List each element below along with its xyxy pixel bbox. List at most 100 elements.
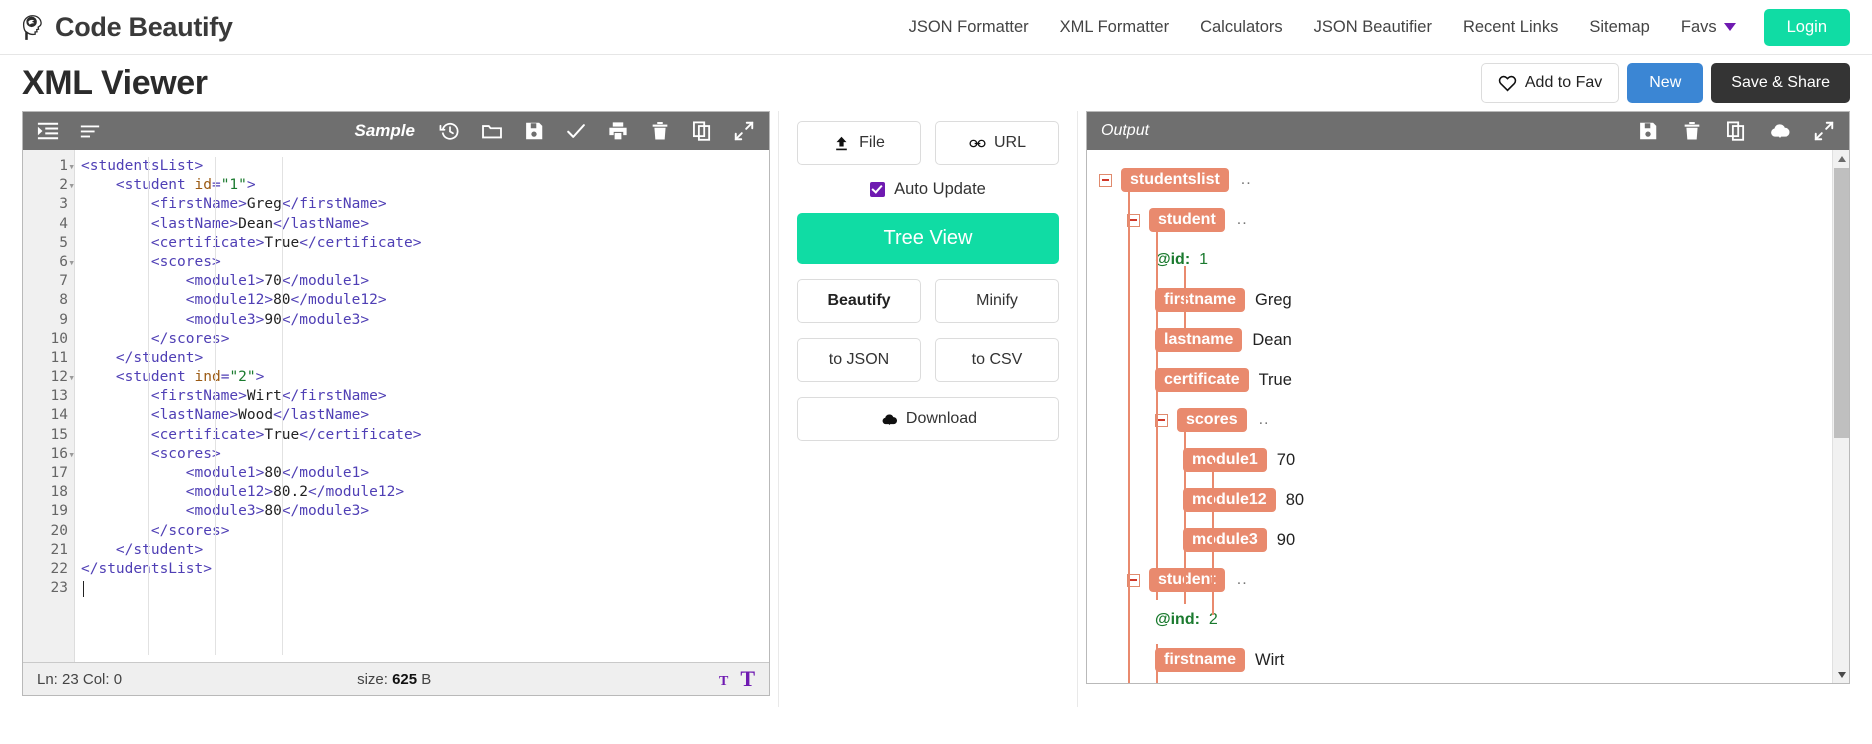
fold-toggle-icon[interactable]: ▾ xyxy=(68,179,75,193)
document-size-label: size: 625 B xyxy=(357,671,431,688)
copy-icon[interactable] xyxy=(691,120,713,142)
tree-connector-line xyxy=(1156,228,1158,600)
indent-icon[interactable] xyxy=(37,120,59,142)
beautify-button[interactable]: Beautify xyxy=(797,279,921,323)
save-icon[interactable] xyxy=(1637,120,1659,142)
tree-tag-label[interactable]: firstname xyxy=(1155,288,1246,312)
code-text-area[interactable]: <studentsList> <student id="1"> <firstNa… xyxy=(75,150,769,662)
code-line: <scores> xyxy=(150,445,221,462)
tree-node-value: Dean xyxy=(1252,330,1292,349)
collapse-toggle-icon[interactable] xyxy=(1155,413,1168,427)
scroll-up-icon[interactable] xyxy=(1833,150,1849,167)
nav-link-recent-links[interactable]: Recent Links xyxy=(1462,17,1559,36)
fold-toggle-icon[interactable]: ▾ xyxy=(68,255,75,269)
to-csv-button[interactable]: to CSV xyxy=(935,338,1059,382)
tree-tag-label[interactable]: lastname xyxy=(1155,328,1243,352)
tree-tag-label[interactable]: certificate xyxy=(1155,368,1249,392)
add-to-fav-button[interactable]: Add to Fav xyxy=(1480,63,1620,103)
history-icon[interactable] xyxy=(439,120,461,142)
tree-tag-label[interactable]: student xyxy=(1149,208,1225,232)
nav-links: JSON Formatter XML Formatter Calculators… xyxy=(909,18,1736,37)
login-button[interactable]: Login xyxy=(1763,8,1850,46)
tree-ellipsis: .. xyxy=(1236,571,1248,588)
align-left-icon[interactable] xyxy=(79,120,101,142)
code-line: <firstName>Wirt</firstName> xyxy=(150,388,387,405)
new-button[interactable]: New xyxy=(1627,63,1704,103)
collapse-toggle-icon[interactable] xyxy=(1099,173,1112,187)
nav-link-xml-formatter[interactable]: XML Formatter xyxy=(1059,17,1170,36)
line-number: 10 xyxy=(50,330,68,347)
font-size-increase-icon[interactable]: T xyxy=(740,666,755,691)
nav-link-json-beautifier[interactable]: JSON Beautifier xyxy=(1313,17,1432,36)
font-size-controls: T T xyxy=(719,668,755,690)
tree-node-value: 90 xyxy=(1276,530,1296,549)
to-json-button[interactable]: to JSON xyxy=(797,338,921,382)
main-content: Sample xyxy=(0,111,1872,744)
expand-icon[interactable] xyxy=(733,120,755,142)
tree-connector-line xyxy=(1212,460,1214,615)
tree-tag-label[interactable]: module12 xyxy=(1183,488,1276,512)
output-scrollbar[interactable] xyxy=(1832,150,1849,683)
line-number: 8 xyxy=(59,292,68,309)
code-line: <firstName>Greg</firstName> xyxy=(150,196,387,213)
code-line: <scores> xyxy=(150,253,221,270)
nav-link-sitemap[interactable]: Sitemap xyxy=(1589,17,1650,36)
trash-icon[interactable] xyxy=(1681,120,1703,142)
font-size-decrease-icon[interactable]: T xyxy=(718,674,729,689)
collapse-toggle-icon[interactable] xyxy=(1127,573,1140,587)
convert-buttons-row: to JSON to CSV xyxy=(797,338,1059,382)
code-line: <certificate>True</certificate> xyxy=(150,234,422,251)
line-number: 7 xyxy=(59,273,68,290)
brand-logo-link[interactable]: Code Beautify xyxy=(18,12,233,43)
nav-link-calculators[interactable]: Calculators xyxy=(1200,17,1283,36)
line-number: 19 xyxy=(50,503,68,520)
size-unit: B xyxy=(417,670,432,688)
auto-update-checkbox[interactable] xyxy=(870,182,886,197)
tree-tag-label[interactable]: firstname xyxy=(1155,648,1246,672)
download-button[interactable]: Download xyxy=(797,397,1059,441)
sample-link[interactable]: Sample xyxy=(354,121,415,140)
code-line: </student> xyxy=(115,349,204,366)
line-number: 3 xyxy=(59,196,68,213)
tree-attribute-row: @id:1 xyxy=(1087,240,1832,280)
file-upload-button[interactable]: File xyxy=(797,121,921,165)
print-icon[interactable] xyxy=(607,120,629,142)
copy-icon[interactable] xyxy=(1725,120,1747,142)
scroll-down-icon[interactable] xyxy=(1833,666,1849,683)
fold-toggle-icon[interactable]: ▾ xyxy=(68,447,75,461)
url-button-label: URL xyxy=(993,134,1026,151)
nav-link-json-formatter[interactable]: JSON Formatter xyxy=(908,17,1029,36)
auto-update-row[interactable]: Auto Update xyxy=(797,180,1059,199)
output-panel: Output xyxy=(1086,111,1850,684)
folder-icon[interactable] xyxy=(481,120,503,142)
url-load-button[interactable]: URL xyxy=(935,121,1059,165)
save-icon[interactable] xyxy=(523,120,545,142)
collapse-toggle-icon[interactable] xyxy=(1127,213,1140,227)
tree-connector-line xyxy=(1128,190,1130,683)
tree-tag-label[interactable]: studentslist xyxy=(1121,168,1229,192)
format-buttons-row: Beautify Minify xyxy=(797,279,1059,323)
editor-toolbar-left xyxy=(37,120,101,142)
tree-ellipsis: .. xyxy=(1236,211,1248,228)
trash-icon[interactable] xyxy=(649,120,671,142)
save-and-share-button[interactable]: Save & Share xyxy=(1711,63,1850,103)
fold-toggle-icon[interactable]: ▾ xyxy=(68,160,75,173)
expand-icon[interactable] xyxy=(1813,120,1835,142)
line-number: 15 xyxy=(50,426,68,443)
check-icon[interactable] xyxy=(565,120,587,142)
minify-button[interactable]: Minify xyxy=(935,279,1059,323)
tree-view-button[interactable]: Tree View xyxy=(797,213,1059,264)
nav-favs-dropdown[interactable]: Favs xyxy=(1681,18,1736,37)
tree-node-value: 70 xyxy=(1276,450,1296,469)
tree-tag-label[interactable]: module1 xyxy=(1183,448,1267,472)
tree-tag-label[interactable]: module3 xyxy=(1183,528,1267,552)
code-line: <certificate>True</certificate> xyxy=(150,426,422,443)
fold-toggle-icon[interactable]: ▾ xyxy=(68,371,75,385)
scrollbar-thumb[interactable] xyxy=(1834,168,1849,438)
tree-tag-label[interactable]: scores xyxy=(1177,408,1247,432)
download-cloud-icon[interactable] xyxy=(1769,120,1791,142)
